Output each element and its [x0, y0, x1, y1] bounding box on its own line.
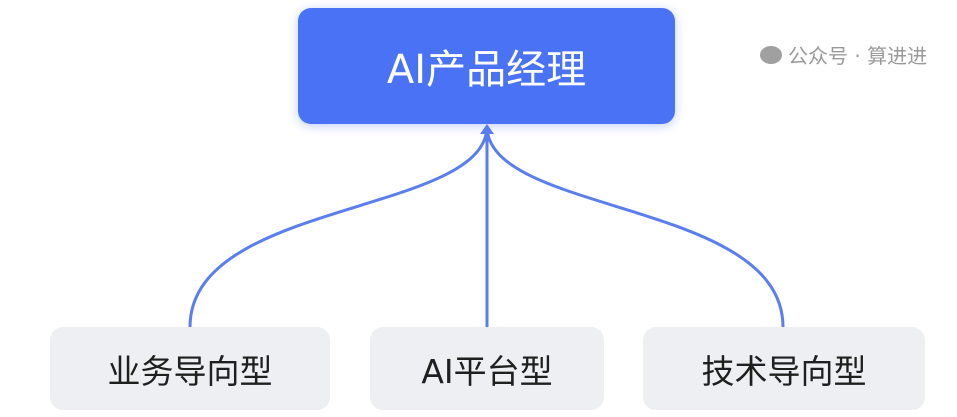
- child-label: 技术导向型: [701, 351, 867, 391]
- root-node: AI产品经理: [298, 8, 675, 124]
- wechat-icon: [760, 45, 782, 64]
- watermark: 公众号 · 算进进: [760, 40, 927, 69]
- link-to-business: [188, 125, 489, 328]
- arrow-head: [480, 124, 494, 134]
- watermark-text: 公众号 · 算进进: [788, 44, 928, 68]
- child-node-platform: AI平台型: [370, 327, 604, 410]
- child-node-technical: 技术导向型: [643, 327, 925, 410]
- child-node-business: 业务导向型: [50, 327, 330, 410]
- root-label: AI产品经理: [386, 47, 587, 93]
- child-label: AI平台型: [421, 351, 553, 391]
- link-to-technical: [485, 125, 785, 328]
- child-label: 业务导向型: [107, 351, 273, 391]
